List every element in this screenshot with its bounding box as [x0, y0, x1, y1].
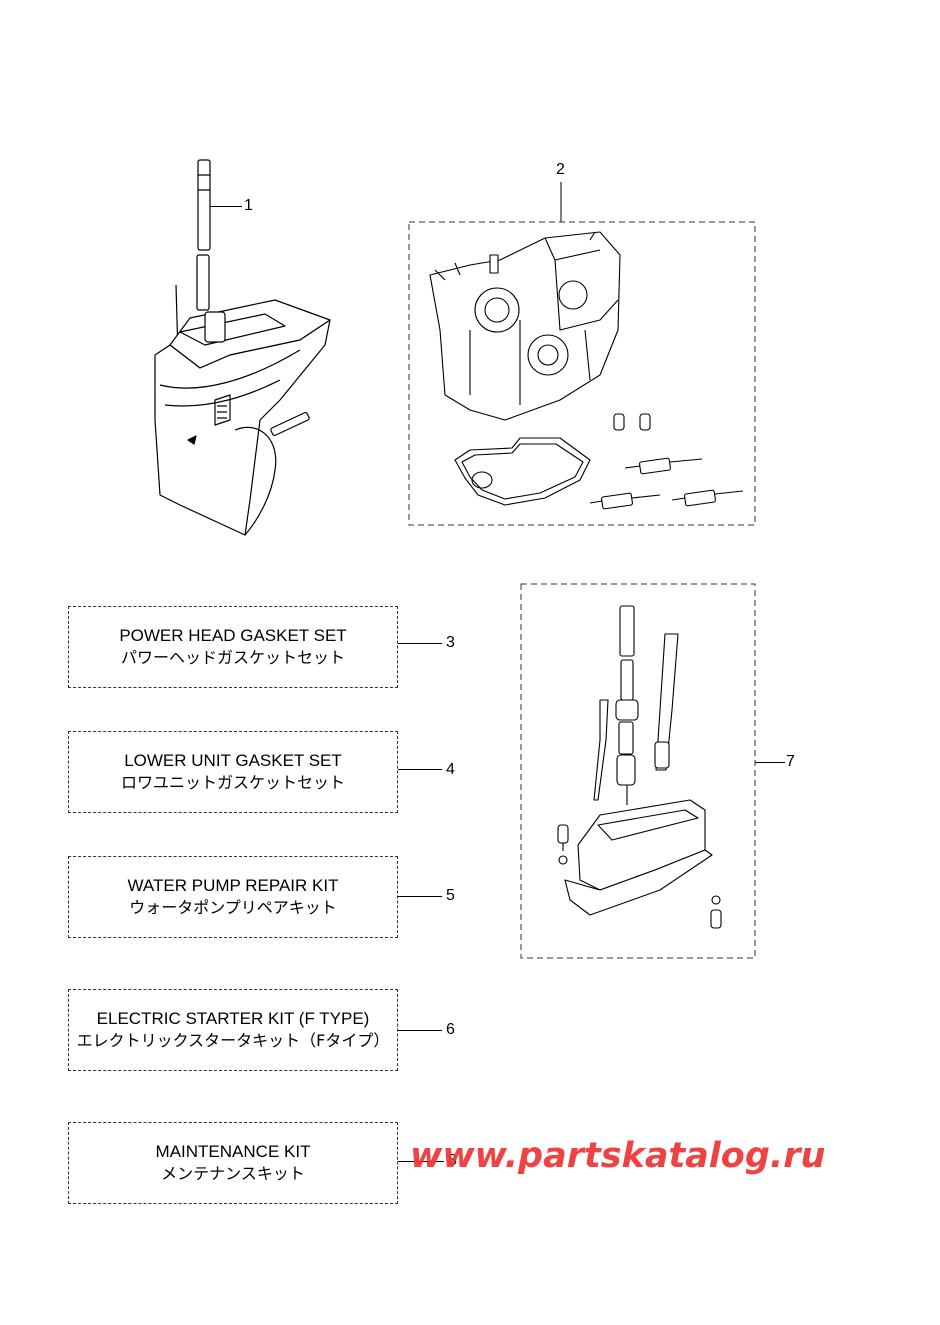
kit-label-jp: エレクトリックスタータキット（Fタイプ）	[76, 1031, 390, 1050]
power-head-illustration	[429, 231, 744, 510]
callout-7-leader	[755, 762, 785, 763]
kit-label-jp: ロワユニットガスケットセット	[120, 773, 345, 792]
callout-1-leader	[210, 206, 242, 207]
callout-3: 3	[446, 634, 455, 651]
callout-8-leader	[398, 1161, 444, 1162]
power-head-box	[408, 221, 756, 526]
kit-label-jp: メンテナンスキット	[161, 1164, 305, 1183]
spark-plug-3	[671, 489, 744, 507]
kit-water-pump-repair-kit: WATER PUMP REPAIR KIT ウォータポンプリペアキット	[68, 856, 398, 938]
part-7-illustration	[557, 605, 722, 929]
kit-label-jp: パワーヘッドガスケットセット	[120, 648, 345, 667]
callout-5: 5	[446, 887, 455, 904]
callout-1: 1	[244, 197, 253, 214]
kit-power-head-gasket-set: POWER HEAD GASKET SET パワーヘッドガスケットセット	[68, 606, 398, 688]
kit-label-en: LOWER UNIT GASKET SET	[124, 751, 342, 770]
callout-5-leader	[398, 896, 442, 897]
callout-3-leader	[398, 643, 442, 644]
lower-unit-illustration	[154, 159, 331, 536]
part-7-box	[520, 583, 756, 959]
kit-label-en: MAINTENANCE KIT	[155, 1142, 311, 1161]
callout-4-leader	[398, 769, 442, 770]
kit-label-en: WATER PUMP REPAIR KIT	[127, 876, 339, 895]
callout-4: 4	[446, 761, 455, 778]
callout-2: 2	[556, 161, 565, 178]
spark-plug-2	[589, 492, 661, 510]
kit-label-en: POWER HEAD GASKET SET	[119, 626, 347, 645]
kit-label-jp: ウォータポンプリペアキット	[129, 898, 337, 917]
callout-8: 8	[448, 1152, 457, 1169]
callout-6: 6	[446, 1021, 455, 1038]
kit-label-en: ELECTRIC STARTER KIT (F TYPE)	[96, 1009, 370, 1028]
kit-electric-starter-kit: ELECTRIC STARTER KIT (F TYPE) エレクトリックスター…	[68, 989, 398, 1071]
spark-plug-1	[624, 457, 703, 475]
kit-lower-unit-gasket-set: LOWER UNIT GASKET SET ロワユニットガスケットセット	[68, 731, 398, 813]
callout-6-leader	[398, 1030, 442, 1031]
callout-7: 7	[786, 753, 795, 770]
watermark-link[interactable]: www.partskatalog.ru	[410, 1136, 826, 1176]
kit-maintenance-kit: MAINTENANCE KIT メンテナンスキット	[68, 1122, 398, 1204]
